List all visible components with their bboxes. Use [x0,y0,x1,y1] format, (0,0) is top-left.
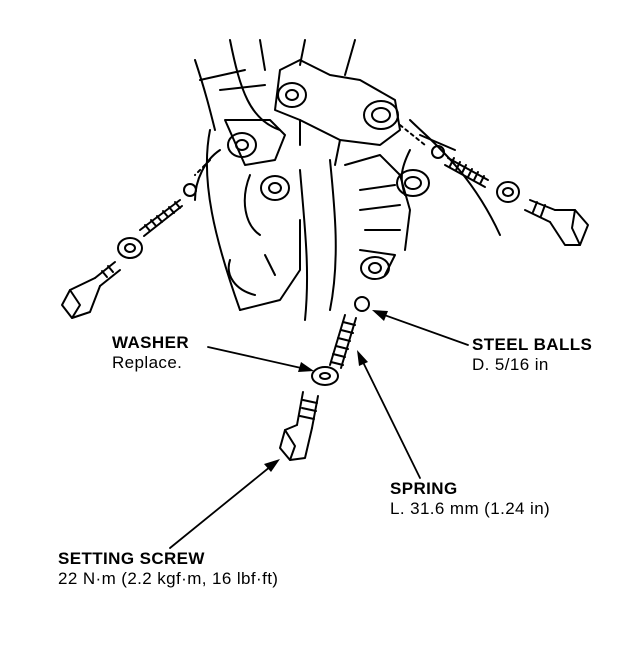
setting-screw-arrowhead [264,459,280,472]
setting-screw-leader [169,461,277,549]
washer-callout: WASHER Replace. [112,333,189,373]
washer-note: Replace. [112,353,183,372]
spring-callout: SPRING L. 31.6 mm (1.24 in) [390,479,550,519]
setting-screw-title: SETTING SCREW [58,549,205,568]
washer-leader [207,346,311,371]
setting-screw-torque: 22 N·m (2.2 kgf·m, 16 lbf·ft) [58,569,279,588]
left-bolt [61,261,121,319]
steel-balls-spec: D. 5/16 in [472,355,549,374]
spring-arrowhead [357,350,368,366]
left-detent-assembly [61,159,211,319]
steel-balls-title: STEEL BALLS [472,335,593,354]
leader-lines [169,311,469,549]
housing-outline [194,39,501,321]
spring-spec: L. 31.6 mm (1.24 in) [390,499,551,518]
housing-bores [227,82,430,280]
center-spring [329,314,357,369]
center-detent-assembly [279,296,370,461]
steel-balls-callout: STEEL BALLS D. 5/16 in [472,335,592,375]
washer-title: WASHER [112,333,190,352]
right-spring [444,157,489,188]
steel-balls-arrowhead [372,310,388,321]
setting-screw [279,391,319,461]
steel-balls-leader [375,311,469,346]
left-spring [139,199,183,237]
spring-title: SPRING [390,479,458,498]
spring-leader [359,355,421,479]
right-bolt [524,199,589,246]
right-detent-assembly [399,124,589,246]
washer-arrowhead [298,362,314,372]
setting-screw-callout: SETTING SCREW 22 N·m (2.2 kgf·m, 16 lbf·… [58,549,278,589]
